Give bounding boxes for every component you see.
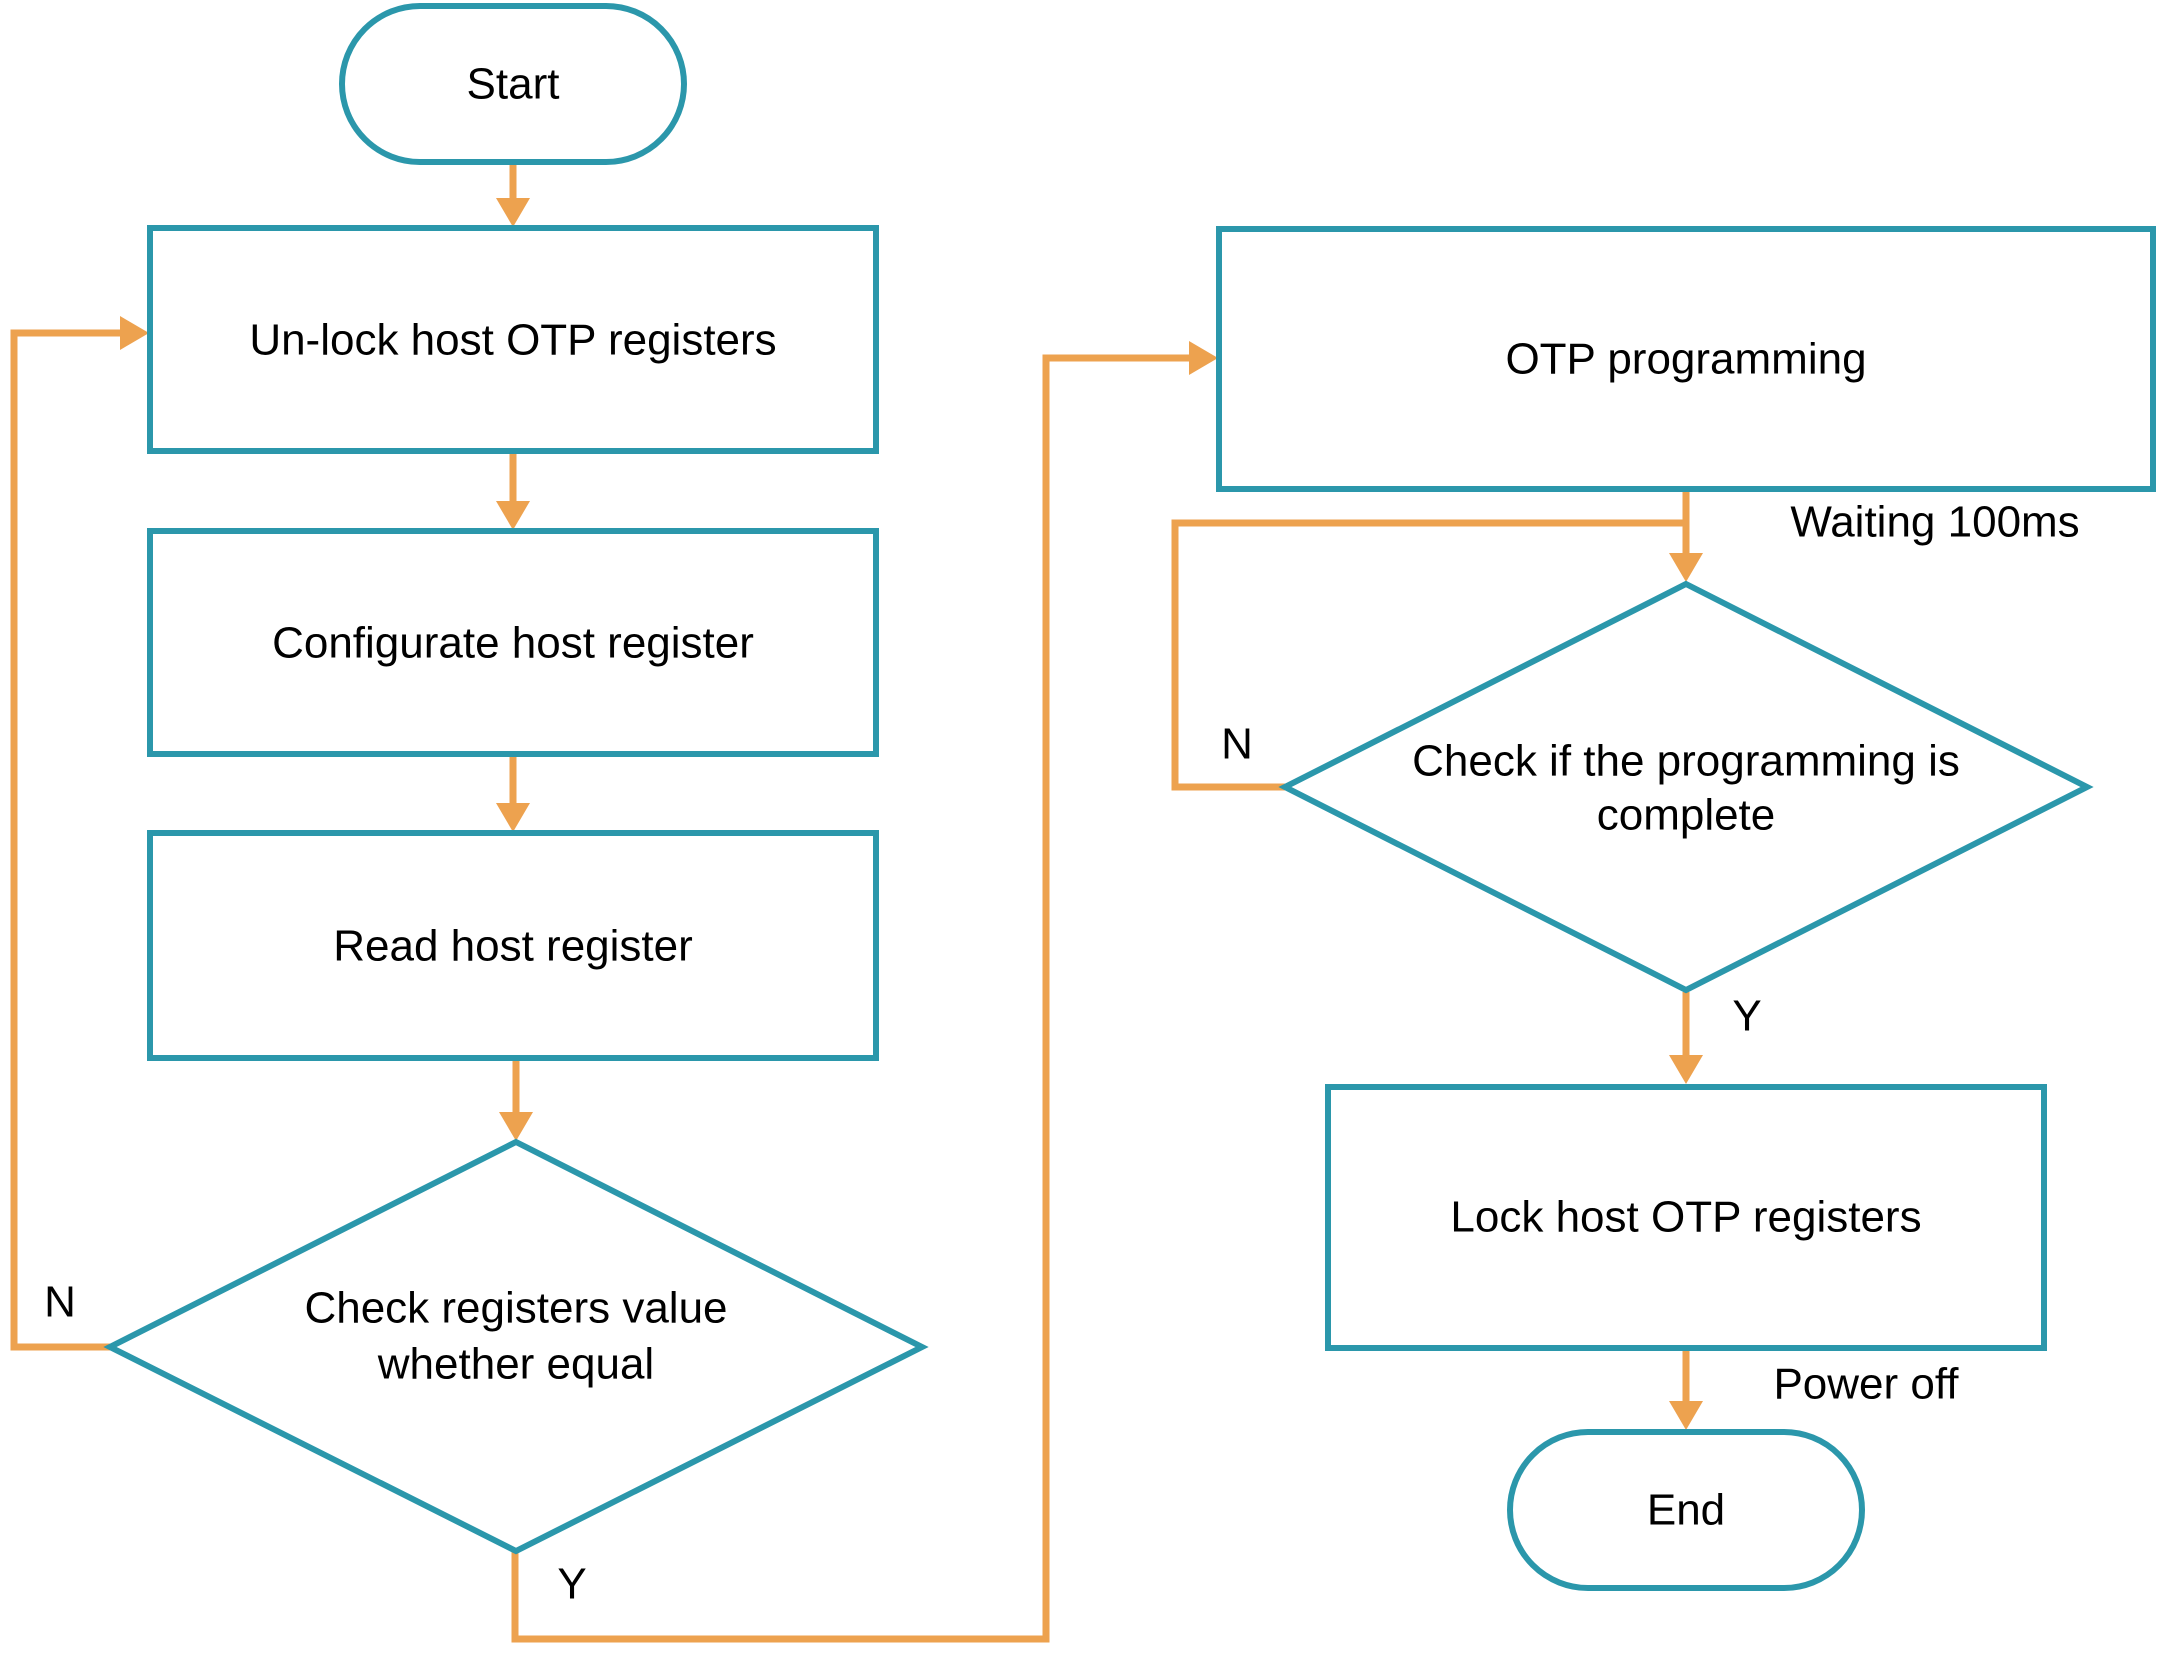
node-lock-host-otp-registers: Lock host OTP registers [1325,1084,2047,1351]
power-off-label: Power off [1773,1360,1959,1409]
start-terminator-shape [339,3,687,165]
arrowhead-lock-to-end [1669,1401,1703,1430]
arrowhead-unlock-to-configurate [496,501,530,530]
check-complete-yes-label: Y [1732,992,1761,1041]
arrowhead-check-complete-yes-to-lock [1669,1055,1703,1084]
start-label: Start [467,60,560,109]
edge-labels: N Y Waiting 100ms N Y Power off [44,498,2080,1609]
end-label: End [1647,1486,1725,1535]
check-equal-label-line1: Check registers value [304,1284,727,1333]
otp-label: OTP programming [1505,335,1866,384]
arrowhead-configurate-to-read [496,803,530,832]
read-process-shape [147,830,879,1061]
arrowhead-start-to-unlock [496,198,530,227]
edge-check-equal-yes-to-otp [511,354,1190,1643]
configurate-label: Configurate host register [272,619,754,668]
arrowhead-check-equal-yes-to-otp [1189,341,1218,375]
node-start: Start [339,3,687,165]
node-check-registers-value: Check registers value whether equal [103,1138,929,1555]
edge-check-complete-no-loop [1171,519,1683,791]
node-check-programming-complete: Check if the programming is complete [1278,580,2094,994]
configurate-process-shape [147,528,879,757]
check-equal-decision-shape [103,1138,929,1555]
arrowhead-read-to-check-equal [499,1112,533,1141]
lock-process-shape [1325,1084,2047,1351]
check-complete-no-label: N [1221,720,1253,769]
node-unlock-host-otp-registers: Un-lock host OTP registers [147,225,879,454]
node-read-host-register: Read host register [147,830,879,1061]
arrowhead-check-equal-no-loop [120,316,149,350]
check-equal-yes-label: Y [557,1560,586,1609]
read-label: Read host register [333,922,693,971]
connectors [10,162,1703,1643]
check-complete-label-line1: Check if the programming is [1412,737,1960,786]
end-terminator-shape [1507,1429,1865,1591]
lock-label: Lock host OTP registers [1450,1193,1921,1242]
waiting-100ms-label: Waiting 100ms [1790,498,2079,547]
check-complete-decision-shape [1278,580,2094,994]
node-end: End [1507,1429,1865,1591]
edge-check-equal-no-loop [10,329,121,1351]
check-equal-no-label: N [44,1278,76,1327]
node-otp-programming: OTP programming [1216,226,2156,492]
otp-process-shape [1216,226,2156,492]
check-complete-label-line2: complete [1597,791,1776,840]
arrowhead-otp-to-check-complete [1669,553,1703,582]
check-equal-label-line2: whether equal [377,1340,654,1389]
unlock-label: Un-lock host OTP registers [249,316,776,365]
unlock-process-shape [147,225,879,454]
node-configurate-host-register: Configurate host register [147,528,879,757]
